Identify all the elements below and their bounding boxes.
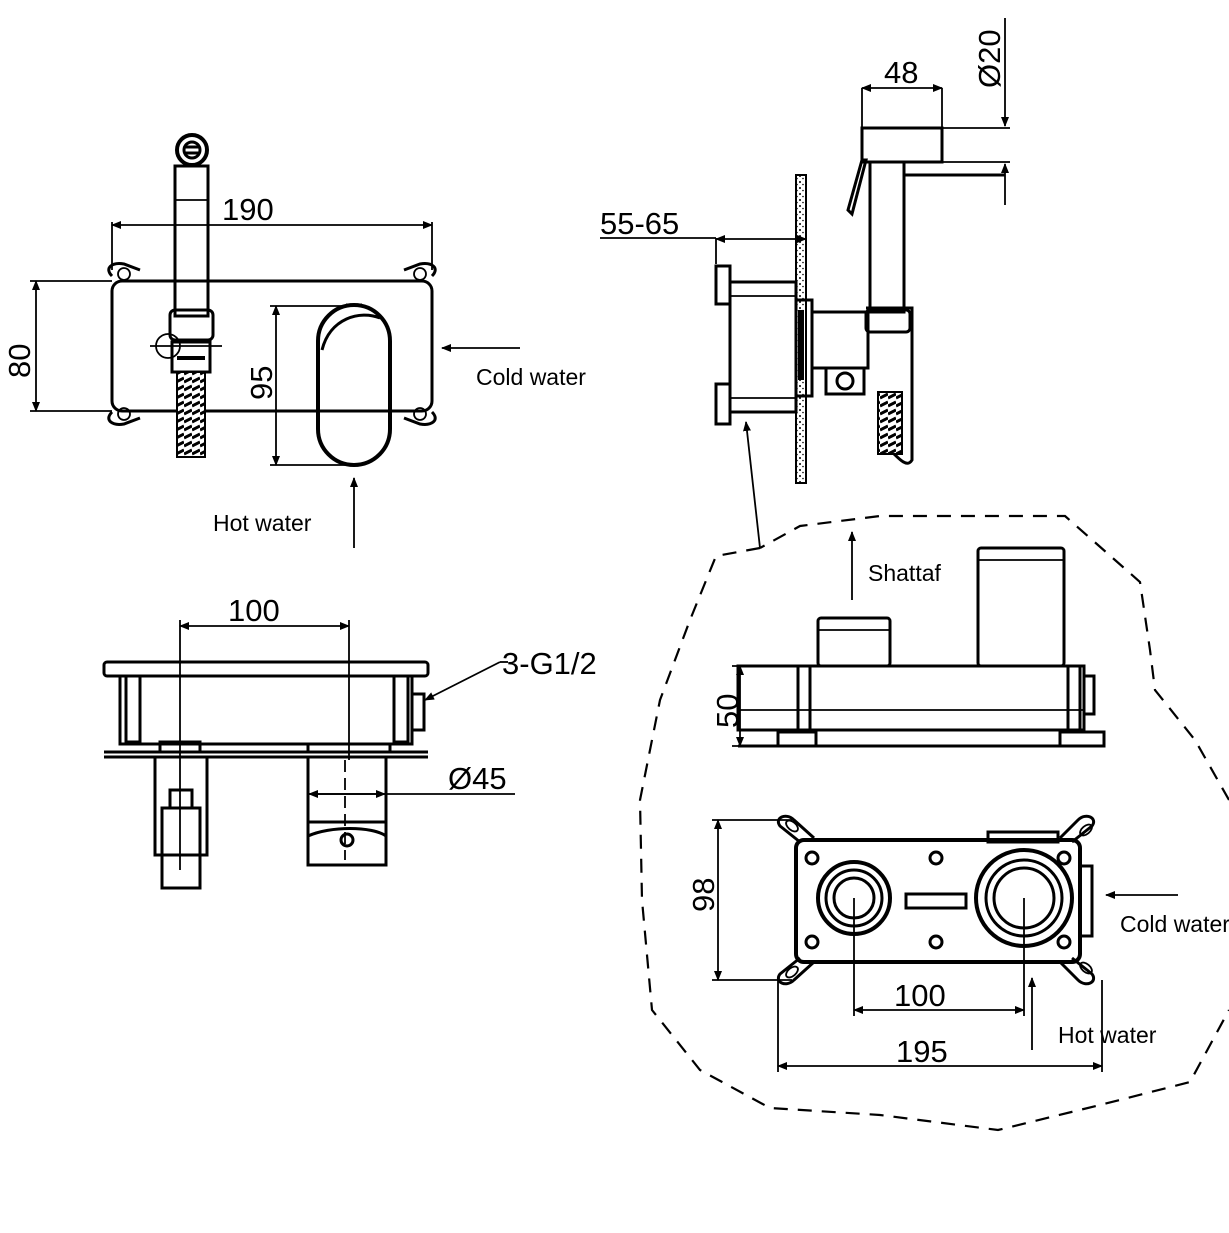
mounting-ear-top-right — [403, 262, 437, 281]
dim-diameter-45: Ø45 — [448, 761, 507, 796]
top-view: 100 3-G1/2 Ø45 — [102, 593, 597, 890]
hand-shower-front — [150, 133, 222, 458]
dim-handle-height: 95 — [244, 366, 279, 400]
dim-wall-depth: 55-65 — [600, 206, 679, 241]
label-cold-water: Cold water — [476, 364, 586, 390]
box-ear-top-right — [1058, 814, 1095, 844]
dim-box-depth: 98 — [686, 878, 721, 912]
dim-diameter-20: Ø20 — [972, 29, 1007, 88]
detail-boundary — [638, 514, 1229, 1132]
label-hot-water-detail: Hot water — [1058, 1022, 1157, 1048]
dim-connection: 3-G1/2 — [502, 646, 597, 681]
box-ear-bottom-right — [1058, 956, 1095, 986]
label-cold-water-detail: Cold water — [1120, 911, 1229, 937]
valve-box-side: Shattaf 50 — [710, 531, 1106, 748]
dim-front-width: 190 — [222, 192, 274, 227]
mounting-ear-bottom-left — [107, 407, 141, 426]
lever-handle-front — [316, 303, 392, 467]
side-view: 55-65 48 Ø20 — [600, 18, 1010, 549]
dim-box-spacing: 100 — [894, 978, 946, 1013]
box-ear-top-left — [777, 814, 816, 844]
dim-top-spacing: 100 — [228, 593, 280, 628]
label-hot-water: Hot water — [213, 510, 312, 536]
dim-box-height: 50 — [710, 694, 745, 728]
valve-box-top: Cold water Hot water 98 100 195 — [686, 814, 1229, 1072]
label-shattaf: Shattaf — [868, 560, 941, 586]
dim-box-width: 195 — [896, 1034, 948, 1069]
dim-spout-length: 48 — [884, 55, 918, 90]
dim-front-height: 80 — [2, 344, 37, 378]
box-ear-bottom-left — [777, 956, 816, 986]
mounting-ear-top-left — [107, 262, 141, 281]
mounting-ear-bottom-right — [403, 407, 437, 426]
front-view: 190 80 95 Cold water Hot water — [2, 133, 586, 548]
